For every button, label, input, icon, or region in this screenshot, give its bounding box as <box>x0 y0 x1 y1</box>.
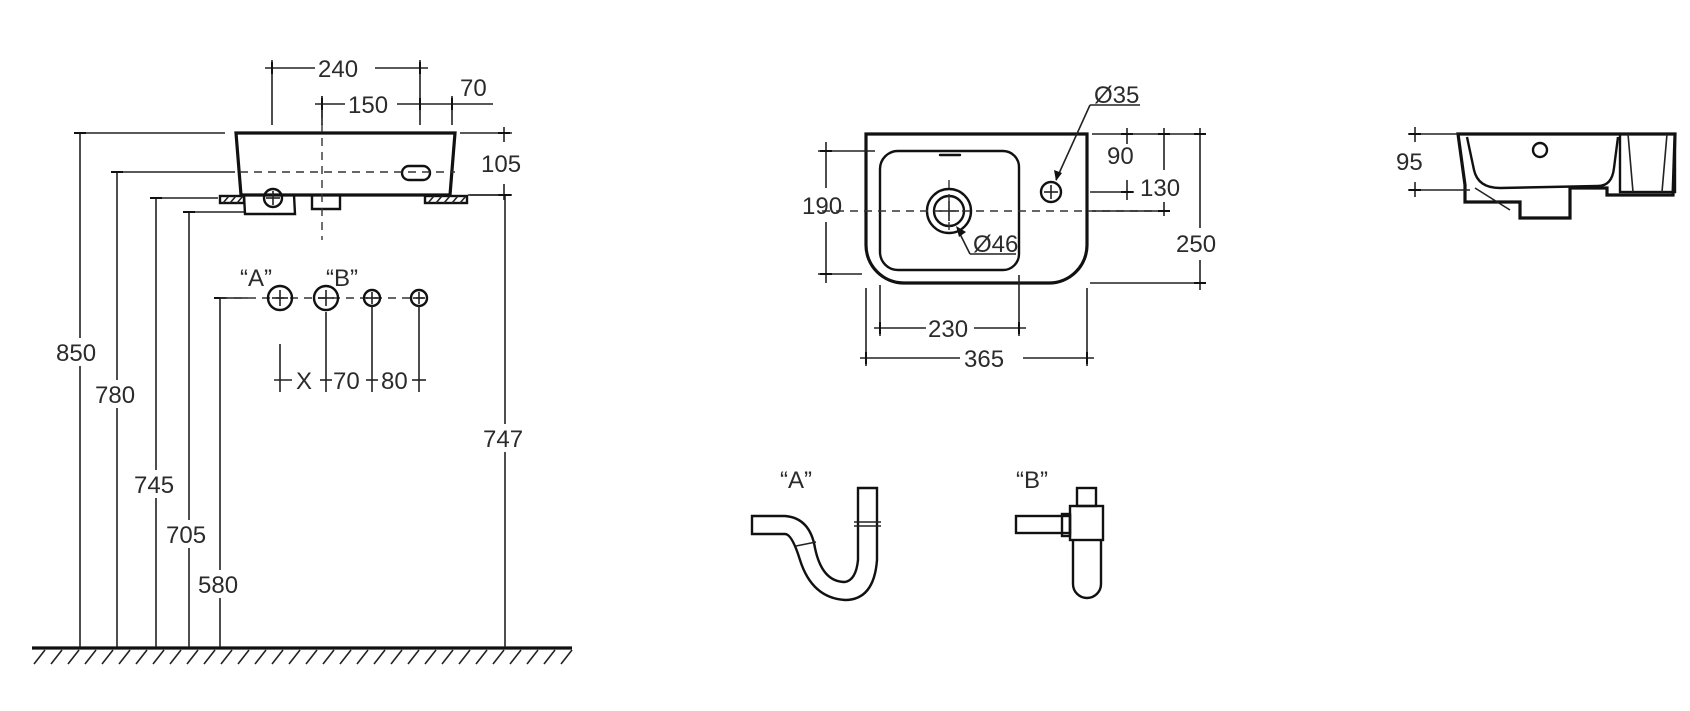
basin-side-outline <box>234 131 457 197</box>
dim-height-705: 705 <box>166 522 206 549</box>
dim-tap-hole-dia: Ø35 <box>1094 82 1139 109</box>
height-dimension-lines <box>79 132 506 648</box>
dim-tap-offset-150: 150 <box>348 92 388 119</box>
dim-section-depth-95: 95 <box>1396 149 1423 176</box>
tap-hole-icon <box>1039 180 1063 204</box>
section-tap-hole-icon <box>1531 141 1549 159</box>
side-elevation: 240 150 70 105 <box>32 56 573 665</box>
connection-b-icon <box>312 284 340 312</box>
spacing-80: 80 <box>381 368 408 395</box>
trap-b-cup <box>1071 540 1103 600</box>
section-view: 95 <box>1396 127 1677 220</box>
dim-height-745: 745 <box>134 472 174 499</box>
spacing-dimension-lines <box>274 306 426 392</box>
dim-130: 130 <box>1140 175 1180 202</box>
wall-bracket-right <box>423 194 469 205</box>
waste-outlet-left <box>242 194 297 216</box>
basin-side-overflow <box>400 164 432 182</box>
spacing-x: X <box>296 368 312 395</box>
dim-width-240: 240 <box>318 56 358 83</box>
section-inner-bowl <box>1465 136 1620 190</box>
dim-total-width-365: 365 <box>964 346 1004 373</box>
dim-250: 250 <box>1176 231 1216 258</box>
dim-90: 90 <box>1107 143 1134 170</box>
floor-hatching <box>33 649 573 665</box>
trap-a-pipe <box>750 486 879 602</box>
trap-b-drawing: “B” <box>1014 467 1105 600</box>
trap-b-body <box>1068 504 1105 542</box>
trap-b-top-pipe <box>1075 486 1098 508</box>
tap-hole-leader <box>1055 104 1140 181</box>
dim-waste-hole-dia: Ø46 <box>973 231 1018 258</box>
dim-height-850: 850 <box>56 340 96 367</box>
dim-right-lines <box>1090 128 1206 290</box>
bowl-outline <box>878 149 1021 272</box>
trap-a-label: “A” <box>780 467 812 494</box>
connection-a-icon <box>266 284 294 312</box>
dim-edge-offset-70: 70 <box>460 75 487 102</box>
section-outline <box>1456 132 1677 220</box>
wall-bracket-left <box>218 194 246 205</box>
dim-height-780: 780 <box>95 382 135 409</box>
spacing-70: 70 <box>333 368 360 395</box>
waste-outlet-right <box>310 195 342 211</box>
connection-b-label: “B” <box>326 265 358 292</box>
trap-a-drawing: “A” <box>750 467 881 602</box>
dim-bowl-depth-190: 190 <box>802 193 842 220</box>
basin-top-outline <box>864 132 1089 285</box>
trap-b-label: “B” <box>1016 467 1048 494</box>
trap-connection-icon <box>262 187 284 209</box>
section-ledge <box>1618 132 1677 194</box>
dim-depth-105: 105 <box>481 151 521 178</box>
dim-height-747: 747 <box>483 426 523 453</box>
dim-height-580: 580 <box>198 572 238 599</box>
dim-bowl-width-230: 230 <box>928 316 968 343</box>
connection-a-label: “A” <box>240 265 272 292</box>
top-view: Ø35 Ø46 190 <box>802 82 1216 373</box>
